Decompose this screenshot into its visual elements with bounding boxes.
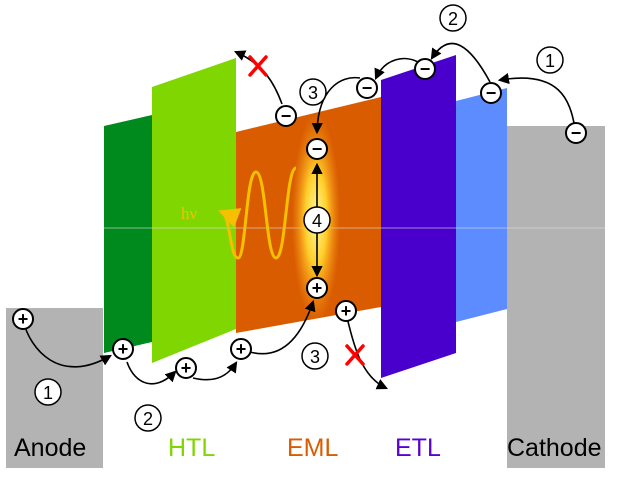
hole-recombination-arrow bbox=[249, 299, 316, 355]
svg-text:+: + bbox=[181, 358, 192, 378]
svg-text:2: 2 bbox=[143, 409, 153, 429]
hil-layer bbox=[104, 115, 152, 353]
htl-layer bbox=[152, 58, 236, 363]
svg-text:−: − bbox=[362, 78, 373, 98]
svg-text:3: 3 bbox=[308, 83, 318, 103]
step-hole-recombination: 3 bbox=[301, 342, 329, 370]
electron-recombination-arrow bbox=[311, 76, 361, 135]
step-hole-transport: 2 bbox=[134, 404, 162, 432]
step-electron-recombination: 3 bbox=[299, 78, 327, 106]
svg-text:−: − bbox=[571, 123, 582, 143]
svg-text:2: 2 bbox=[448, 9, 458, 29]
hole-charge-blocked: + bbox=[335, 300, 357, 322]
blocked-cross-hole bbox=[345, 344, 365, 366]
hole-blocked-arrow bbox=[346, 317, 389, 390]
svg-text:−: − bbox=[312, 139, 323, 159]
hole-injection-arrow bbox=[22, 319, 112, 368]
anode-label: Anode bbox=[14, 434, 87, 462]
hole-charges: + + + + + + bbox=[12, 277, 357, 379]
svg-text:+: + bbox=[312, 278, 323, 298]
htl-label: HTL bbox=[168, 434, 216, 462]
cathode-electrode bbox=[507, 126, 605, 468]
eml-label: EML bbox=[287, 434, 339, 462]
electron-injection-arrow bbox=[497, 73, 576, 129]
hole-hop-arrow-1 bbox=[126, 361, 177, 385]
svg-text:+: + bbox=[341, 301, 352, 321]
electron-blocked-arrow bbox=[233, 50, 283, 105]
svg-text:+: + bbox=[236, 339, 247, 359]
etl-layer bbox=[381, 55, 456, 378]
electron-charge-etl: − bbox=[414, 58, 436, 80]
step-hole-injection: 1 bbox=[34, 378, 62, 406]
electron-hop-arrow-1 bbox=[430, 42, 491, 83]
blocked-cross-electron bbox=[248, 55, 268, 77]
hole-charge-eml: + bbox=[306, 277, 328, 299]
hole-charge-anode: + bbox=[12, 308, 34, 330]
photon-label: hν bbox=[181, 204, 198, 223]
electron-charge-blocked: − bbox=[275, 105, 297, 127]
svg-text:−: − bbox=[486, 83, 497, 103]
step-electron-transport: 2 bbox=[439, 4, 467, 32]
svg-text:3: 3 bbox=[310, 347, 320, 367]
hole-hop-arrow-2 bbox=[192, 361, 238, 381]
electron-charge-etl-edge: − bbox=[356, 77, 378, 99]
svg-text:−: − bbox=[281, 106, 292, 126]
hole-charge-htl-2: + bbox=[230, 338, 252, 360]
photon-wave bbox=[218, 166, 298, 260]
eil-layer bbox=[456, 88, 507, 322]
svg-text:−: − bbox=[420, 59, 431, 79]
electron-hop-arrow-2 bbox=[374, 57, 419, 81]
svg-text:+: + bbox=[18, 309, 29, 329]
cathode-label: Cathode bbox=[507, 434, 602, 462]
etl-label: ETL bbox=[395, 434, 441, 462]
hole-charge-hil: + bbox=[112, 338, 134, 360]
svg-text:1: 1 bbox=[43, 383, 53, 403]
svg-text:+: + bbox=[118, 339, 129, 359]
step-electron-injection: 1 bbox=[536, 46, 564, 74]
svg-text:1: 1 bbox=[545, 51, 555, 71]
step-exciton: 4 bbox=[303, 206, 331, 234]
svg-text:4: 4 bbox=[312, 211, 322, 231]
electron-charge-cathode: − bbox=[565, 122, 587, 144]
step-markers: 1 2 3 1 2 3 4 bbox=[34, 4, 564, 432]
electron-charges: − − − − − − bbox=[275, 58, 587, 160]
hole-charge-htl-1: + bbox=[175, 357, 197, 379]
electron-charge-eil: − bbox=[480, 82, 502, 104]
electron-charge-eml: − bbox=[306, 138, 328, 160]
